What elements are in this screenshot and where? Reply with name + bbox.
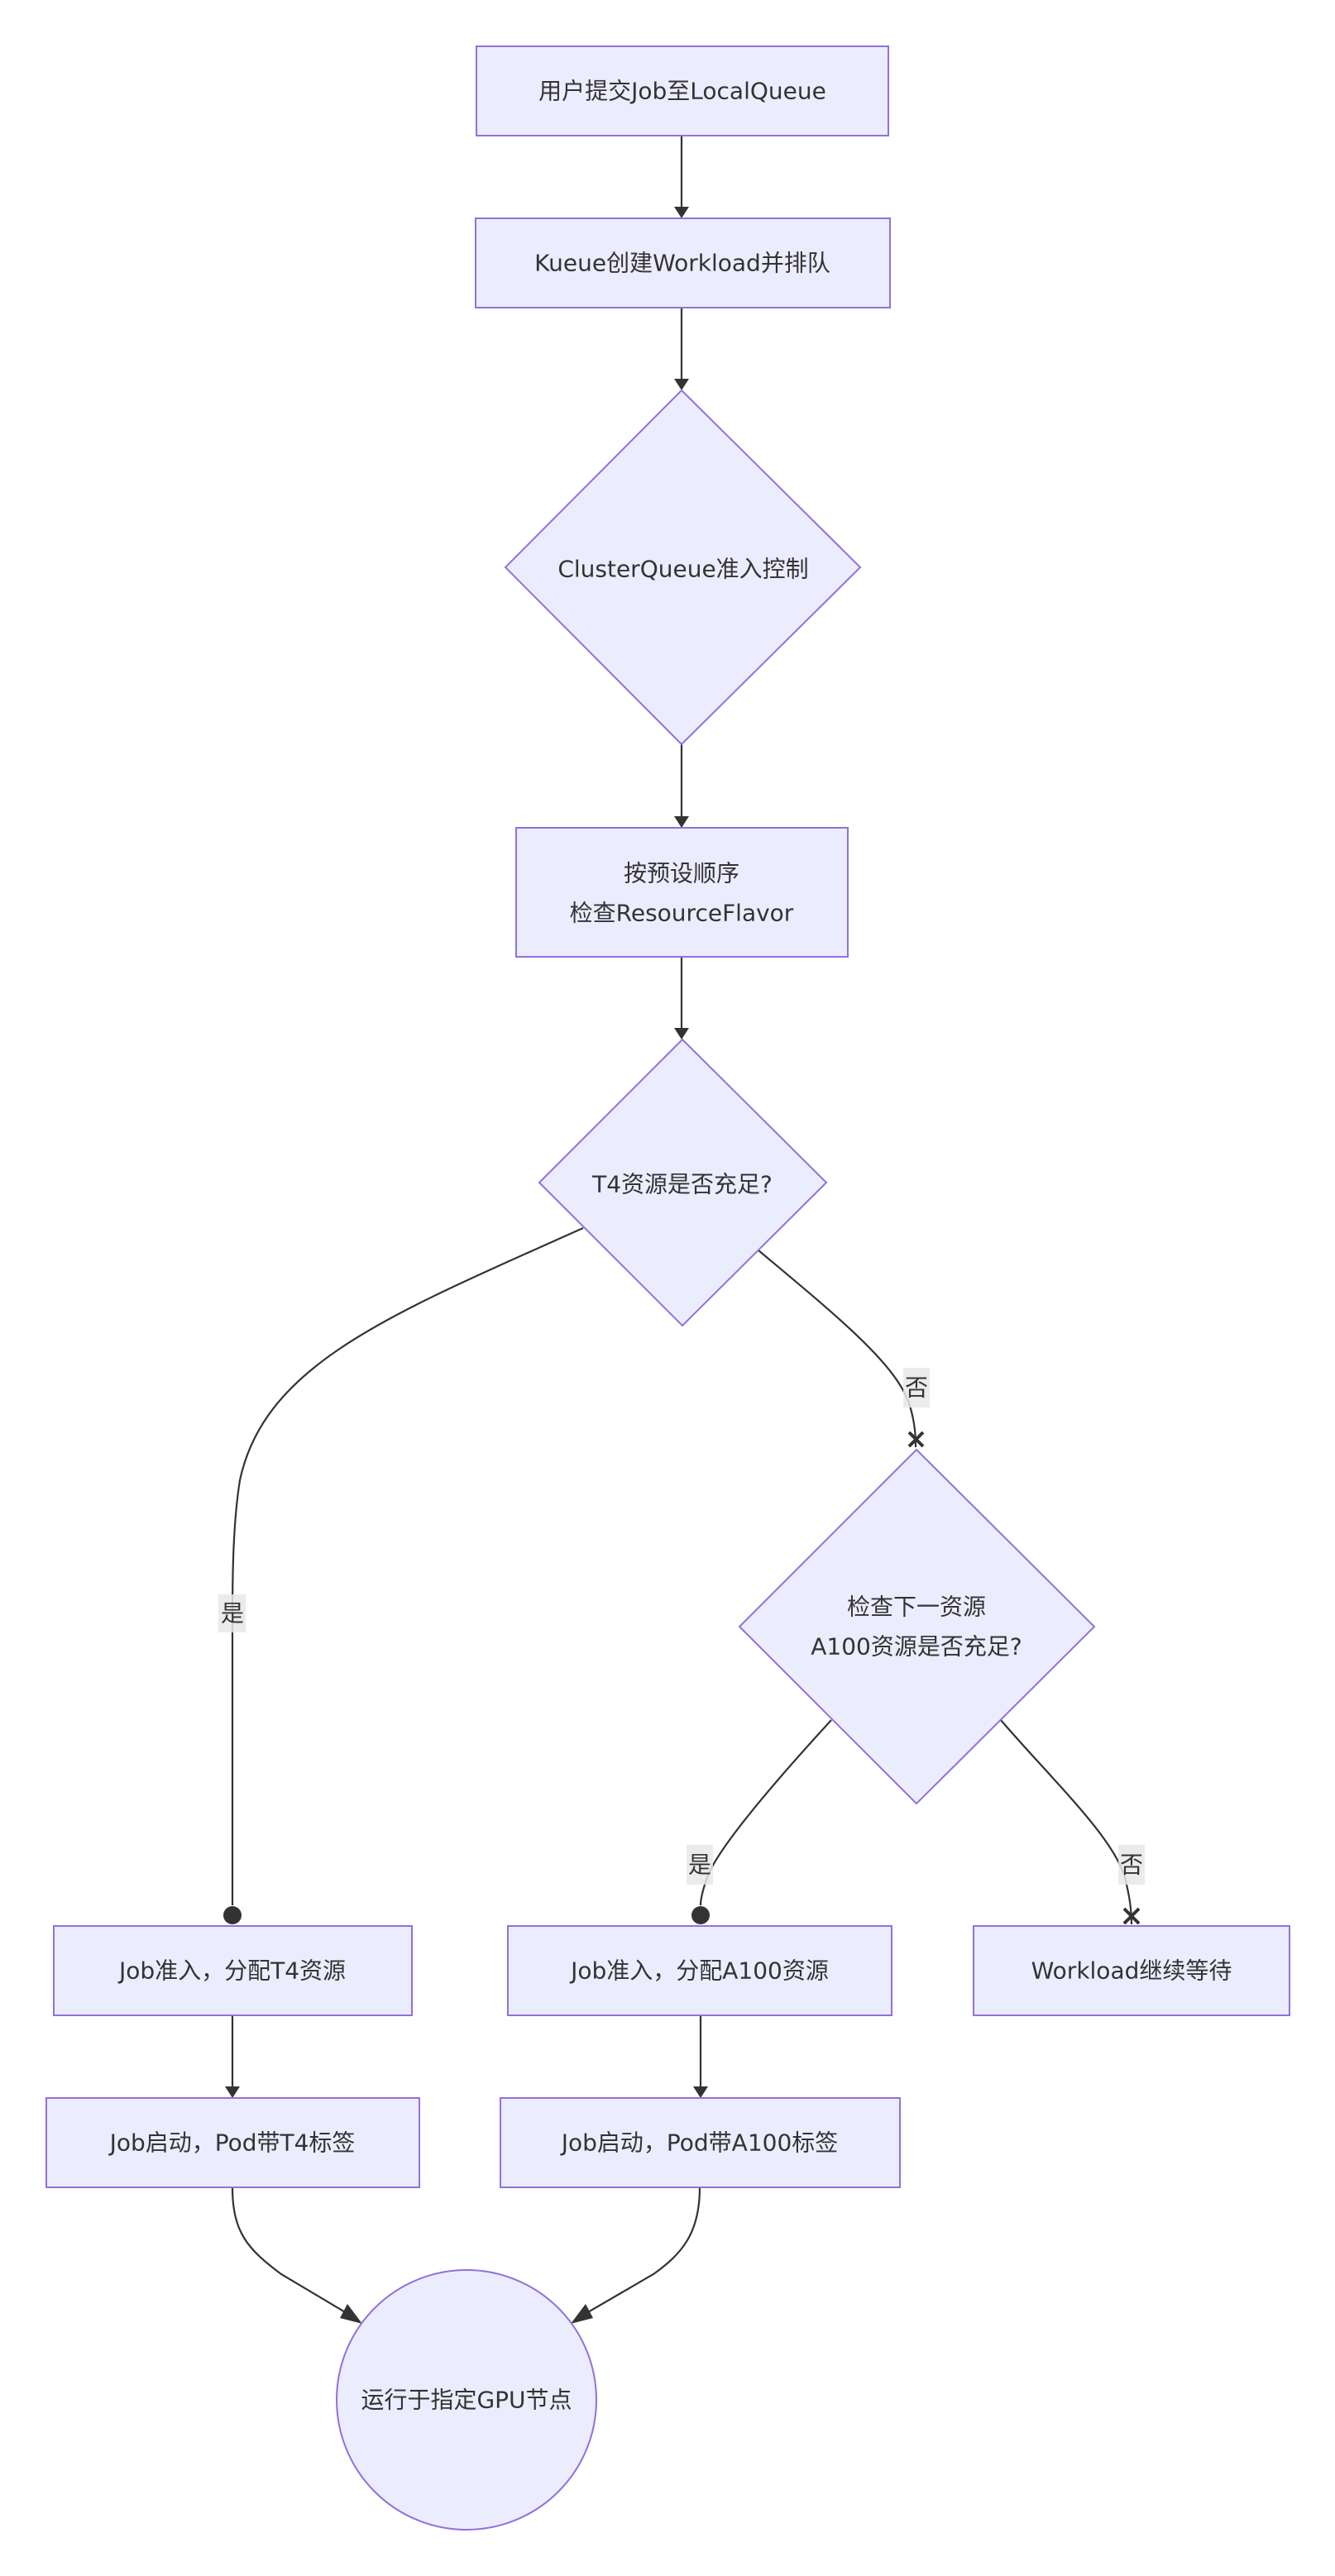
arrowhead-icon	[340, 2304, 362, 2324]
node-t4-sufficient-decision[interactable]: T4资源是否充足?	[538, 1038, 828, 1327]
edge-label-no-t4: 否	[903, 1368, 930, 1407]
nodes: 用户提交Job至LocalQueue Kueue创建Workload并排队 Cl…	[45, 45, 1290, 2531]
edge-line	[699, 1719, 832, 1906]
node-label: Job启动，Pod带A100标签	[560, 2129, 839, 2157]
node-label-line-1: 按预设顺序	[624, 860, 739, 887]
node-submit-job[interactable]: 用户提交Job至LocalQueue	[476, 45, 889, 136]
edge-t4-check-to-a100-check	[758, 1250, 925, 1448]
arrowhead-icon	[674, 379, 689, 390]
edge-line	[231, 2186, 352, 2316]
arrowhead-icon	[674, 1028, 689, 1039]
edge-start-a100-to-run	[571, 2186, 701, 2324]
circle-end-icon	[691, 1906, 710, 1924]
node-check-resource-flavor[interactable]: 按预设顺序 检查ResourceFlavor	[515, 827, 849, 958]
node-label-line-1: 检查下一资源	[847, 1594, 986, 1621]
edge-admit-t4-to-start-t4	[225, 2015, 240, 2098]
edge-admission-to-check-flavor	[674, 744, 689, 828]
edge-line	[758, 1250, 917, 1448]
node-label: 用户提交Job至LocalQueue	[538, 78, 826, 105]
node-run-on-gpu[interactable]: 运行于指定GPU节点	[336, 2269, 597, 2531]
node-start-a100[interactable]: Job启动，Pod带A100标签	[500, 2097, 901, 2188]
edge-label-no-a100: 否	[1118, 1845, 1145, 1885]
circle-end-icon	[223, 1906, 242, 1924]
edge-label-text: 是	[221, 1600, 244, 1627]
node-clusterqueue-admission[interactable]: ClusterQueue准入控制	[504, 389, 862, 746]
node-create-workload[interactable]: Kueue创建Workload并排队	[475, 217, 891, 308]
edges	[223, 136, 1141, 2324]
edge-t4-check-to-admit-t4	[223, 1226, 584, 1924]
edge-label-text: 是	[688, 1852, 711, 1879]
edge-admit-a100-to-start-a100	[693, 2015, 708, 2098]
edge-check-flavor-to-t4-check	[674, 957, 689, 1039]
node-label-line-2: 检查ResourceFlavor	[570, 900, 794, 927]
edge-line	[1000, 1719, 1133, 1925]
node-a100-sufficient-decision[interactable]: 检查下一资源 A100资源是否充足?	[738, 1448, 1096, 1805]
edge-a100-check-to-admit-a100	[691, 1719, 832, 1924]
arrowhead-icon	[674, 207, 689, 218]
cross-end-icon	[1122, 1907, 1141, 1925]
node-label: Job准入，分配T4资源	[117, 1957, 346, 1985]
arrowhead-icon	[693, 2086, 708, 2098]
cross-end-icon	[907, 1431, 925, 1448]
edge-label-yes-a100: 是	[687, 1845, 713, 1885]
node-label-line-2: A100资源是否充足?	[811, 1633, 1022, 1661]
node-admit-a100[interactable]: Job准入，分配A100资源	[507, 1925, 892, 2016]
arrowhead-icon	[225, 2086, 240, 2098]
edge-labels: 是 否 是 否	[218, 1368, 1145, 1885]
edge-create-workload-to-admission	[674, 308, 689, 390]
node-label: Job启动，Pod带T4标签	[108, 2129, 356, 2157]
edge-label-text: 否	[905, 1374, 928, 1402]
node-label: Kueue创建Workload并排队	[534, 250, 830, 277]
edge-a100-check-to-wait	[1000, 1719, 1141, 1925]
node-label: T4资源是否充足?	[591, 1171, 773, 1198]
node-label: 运行于指定GPU节点	[361, 2387, 572, 2414]
arrowhead-icon	[674, 816, 689, 828]
edge-label-text: 否	[1120, 1852, 1143, 1879]
edge-label-yes-t4: 是	[218, 1594, 246, 1632]
node-workload-wait[interactable]: Workload继续等待	[973, 1925, 1290, 2016]
edge-submit-to-create-workload	[674, 136, 689, 218]
edge-line	[231, 1226, 584, 1905]
node-label: Workload继续等待	[1031, 1957, 1232, 1985]
node-start-t4[interactable]: Job启动，Pod带T4标签	[45, 2097, 420, 2188]
edge-line	[581, 2186, 701, 2316]
node-label: ClusterQueue准入控制	[557, 556, 808, 583]
edge-start-t4-to-run	[231, 2186, 362, 2324]
node-admit-t4[interactable]: Job准入，分配T4资源	[53, 1925, 413, 2016]
arrowhead-icon	[571, 2304, 593, 2324]
node-label: Job准入，分配A100资源	[569, 1957, 829, 1985]
